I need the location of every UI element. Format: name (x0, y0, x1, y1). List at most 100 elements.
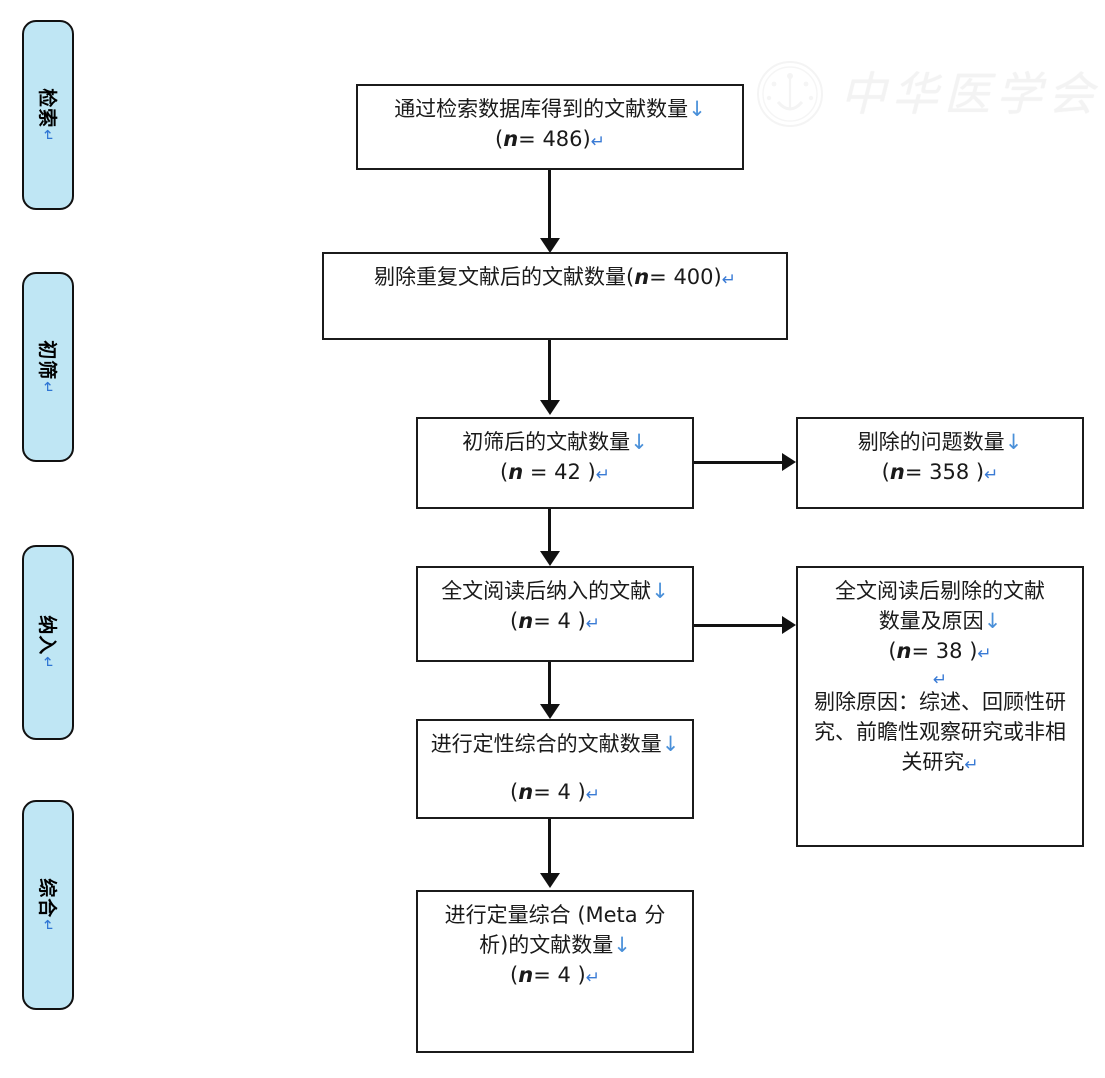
paren-close: ) (713, 265, 722, 289)
equals-symbol: = (649, 265, 674, 289)
return-mark-icon: ↵ (964, 755, 979, 776)
down-arrow-icon: ↓ (688, 97, 706, 121)
box-identification-count: (n= 486)↵ (495, 125, 605, 155)
paren-close: ) (962, 638, 978, 663)
box-screened: 初筛后的文献数量↓ (n = 42 )↵ (416, 417, 694, 509)
stage-pill-synthesis: 综合↵ (22, 800, 74, 1010)
stage-label-search-text: 检索 (35, 87, 58, 128)
box-quantitative-line2: 析)的文献数量↓ (479, 931, 631, 961)
down-arrow-icon: ↓ (983, 608, 1002, 633)
return-mark-icon: ↵ (984, 464, 999, 485)
stage-label-synthesis-return: ↵ (39, 918, 57, 933)
box-deduplicated: 剔除重复文献后的文献数量(n= 400)↵ (322, 252, 788, 340)
screened-count-value: 42 (554, 459, 581, 484)
equals-symbol: = (523, 459, 555, 484)
watermark-text: 中华医学会 (840, 67, 1100, 121)
box-quantitative-line1: 进行定量综合 (Meta 分 (444, 903, 666, 927)
box-fulltext-included-text: 全文阅读后纳入的文献 (441, 579, 652, 603)
arrowhead-deduplicated-to-screened (540, 400, 560, 415)
box-fulltext-excluded-blank-line: ↵ (933, 666, 947, 690)
stage-label-search: 检索↵ (35, 88, 62, 143)
return-mark-icon: ↵ (721, 270, 736, 290)
n-symbol: n (518, 608, 534, 633)
stage-pill-search: 检索↵ (22, 20, 74, 210)
box-fulltext-excluded-line2-text: 数量及原因 (878, 608, 984, 633)
box-fulltext-included: 全文阅读后纳入的文献↓ (n= 4 )↵ (416, 566, 694, 662)
n-symbol: n (518, 962, 534, 987)
paren-close: ) (570, 779, 586, 804)
stage-label-screening: 初筛↵ (35, 340, 62, 395)
identification-count-value: 486 (542, 126, 583, 151)
box-fulltext-included-line1: 全文阅读后纳入的文献↓ (441, 577, 669, 607)
n-symbol: n (889, 459, 905, 484)
box-identification-line1: 通过检索数据库得到的文献数量↓ (394, 95, 706, 125)
stage-pill-screening: 初筛↵ (22, 272, 74, 462)
return-mark-icon: ↵ (595, 464, 610, 485)
return-mark-icon: ↵ (585, 967, 600, 988)
fulltext-included-count-value: 4 (557, 608, 571, 633)
box-qualitative-text: 进行定性综合的文献数量 (430, 732, 662, 756)
quantitative-count-value: 4 (557, 962, 571, 987)
stage-label-search-return: ↵ (39, 128, 57, 143)
connector-fulltext-to-excluded (694, 624, 784, 627)
arrowhead-qualitative-to-quantitative (540, 873, 560, 888)
connector-fulltext-to-qualitative (548, 662, 551, 710)
down-arrow-icon: ↓ (1004, 430, 1023, 454)
paren-open: ( (510, 779, 519, 804)
paren-close: ) (582, 126, 591, 151)
paren-close: ) (570, 608, 586, 633)
arrowhead-screened-to-fulltext (540, 551, 560, 566)
box-screened-text: 初筛后的文献数量 (462, 430, 631, 454)
equals-symbol: = (904, 459, 930, 484)
box-quantitative-line2-text: 析)的文献数量 (479, 932, 614, 957)
box-quantitative-count: (n= 4 )↵ (510, 961, 600, 991)
box-excluded-screening-count: (n= 358 )↵ (882, 458, 999, 488)
box-deduplicated-text: 剔除重复文献后的文献数量( (374, 265, 635, 289)
box-qualitative-count: (n= 4 )↵ (510, 778, 600, 808)
stage-label-screening-return: ↵ (39, 380, 57, 395)
excluded-screening-count-value: 358 (929, 459, 970, 484)
box-fulltext-included-count: (n= 4 )↵ (510, 607, 600, 637)
box-fulltext-excluded-reasons: 剔除原因：综述、回顾性研究、前瞻性观察研究或非相关研究↵ (808, 688, 1072, 777)
equals-symbol: = (911, 638, 936, 663)
down-arrow-icon: ↓ (661, 732, 680, 756)
connector-screened-to-fulltext (548, 509, 551, 557)
return-mark-icon: ↵ (590, 131, 605, 152)
box-qualitative-line1: 进行定性综合的文献数量↓ (431, 730, 680, 760)
box-fulltext-excluded-reason-text: 剔除原因：综述、回顾性研究、前瞻性观察研究或非相关研究 (814, 690, 1066, 775)
n-symbol: n (634, 265, 650, 289)
paren-open: ( (500, 459, 509, 484)
paren-open: ( (510, 608, 519, 633)
box-screened-line1: 初筛后的文献数量↓ (462, 428, 648, 458)
stage-label-eligibility-return: ↵ (39, 656, 57, 670)
equals-symbol: = (533, 608, 558, 633)
fulltext-excluded-count-value: 38 (935, 638, 963, 663)
box-fulltext-excluded: 全文阅读后剔除的文献 数量及原因↓ (n= 38 )↵ ↵ 剔除原因：综述、回顾… (796, 566, 1084, 847)
paren-open: ( (510, 962, 519, 987)
box-identification-text: 通过检索数据库得到的文献数量 (394, 97, 689, 121)
box-fulltext-excluded-line2: 数量及原因↓ (879, 607, 1002, 637)
equals-symbol: = (518, 126, 543, 151)
arrowhead-fulltext-to-excluded (782, 616, 796, 634)
stage-label-synthesis: 综合↵ (35, 878, 62, 933)
box-fulltext-excluded-count: (n= 38 )↵ (888, 637, 991, 667)
arrowhead-screened-to-excluded (782, 453, 796, 471)
stage-pill-eligibility: 纳入↵ (22, 545, 74, 740)
deduplicated-count-value: 400 (673, 265, 714, 289)
stage-label-eligibility-text: 纳入 (35, 615, 58, 656)
return-mark-icon: ↵ (585, 784, 600, 805)
stage-label-eligibility: 纳入↵ (35, 615, 62, 670)
connector-screened-to-excluded (694, 461, 784, 464)
box-fulltext-excluded-line1: 全文阅读后剔除的文献 (835, 579, 1045, 603)
box-quantitative: 进行定量综合 (Meta 分 析)的文献数量↓ (n= 4 )↵ (416, 890, 694, 1053)
paren-open: ( (881, 459, 890, 484)
box-screened-count: (n = 42 )↵ (500, 458, 610, 488)
down-arrow-icon: ↓ (651, 579, 669, 603)
n-symbol: n (896, 638, 912, 663)
box-identification: 通过检索数据库得到的文献数量↓ (n= 486)↵ (356, 84, 744, 170)
down-arrow-icon: ↓ (613, 932, 631, 957)
n-symbol: n (508, 459, 524, 484)
equals-symbol: = (533, 779, 558, 804)
down-arrow-icon: ↓ (630, 430, 648, 454)
